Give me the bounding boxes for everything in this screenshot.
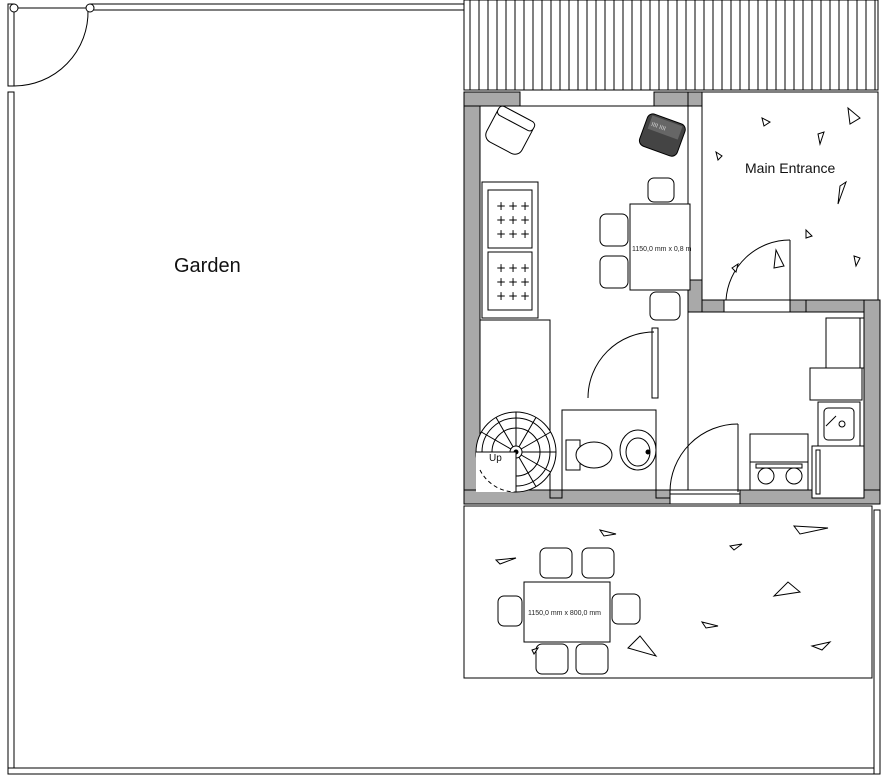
table-small-dims: 1150,0 mm x 0,8 m	[632, 246, 692, 253]
toilet	[565, 439, 613, 471]
svg-text:+: +	[496, 289, 506, 303]
svg-text:+: +	[508, 275, 518, 289]
svg-text:+: +	[508, 213, 518, 227]
svg-text:+: +	[520, 289, 530, 303]
pergola	[463, 0, 879, 91]
stairs-up-label: Up	[489, 453, 502, 464]
spiral-staircase	[475, 411, 557, 493]
paving-stones	[494, 106, 861, 657]
svg-text:+: +	[508, 289, 518, 303]
svg-text:+: +	[520, 213, 530, 227]
sofa: ++++++++++++++++++	[481, 181, 539, 319]
svg-text:+: +	[496, 213, 506, 227]
svg-text:IIII IIII: IIII IIII	[650, 122, 666, 133]
svg-text:+: +	[520, 227, 530, 241]
svg-text:+: +	[508, 199, 518, 213]
armchair	[485, 105, 536, 155]
garden-label: Garden	[174, 255, 241, 277]
stove-icon: IIII IIII	[638, 113, 686, 157]
svg-text:+: +	[508, 227, 518, 241]
kitchen-units	[809, 317, 865, 499]
cooker	[749, 433, 809, 491]
svg-text:+: +	[520, 261, 530, 275]
kitchen-door	[669, 423, 741, 505]
svg-text:+: +	[496, 275, 506, 289]
main-entrance-label: Main Entrance	[745, 160, 835, 176]
garden-gate	[9, 3, 95, 87]
svg-text:+: +	[496, 227, 506, 241]
entrance-door	[725, 239, 791, 301]
svg-text:+: +	[520, 275, 530, 289]
dining-table-large	[497, 547, 641, 675]
bathroom-door	[587, 327, 659, 399]
svg-text:+: +	[508, 261, 518, 275]
svg-text:+: +	[496, 199, 506, 213]
svg-text:+: +	[520, 199, 530, 213]
table-large-dims: 1150,0 mm x 800,0 mm	[528, 610, 601, 617]
bathroom-sink	[619, 429, 657, 471]
svg-text:+: +	[496, 261, 506, 275]
dining-table-small	[599, 177, 691, 321]
